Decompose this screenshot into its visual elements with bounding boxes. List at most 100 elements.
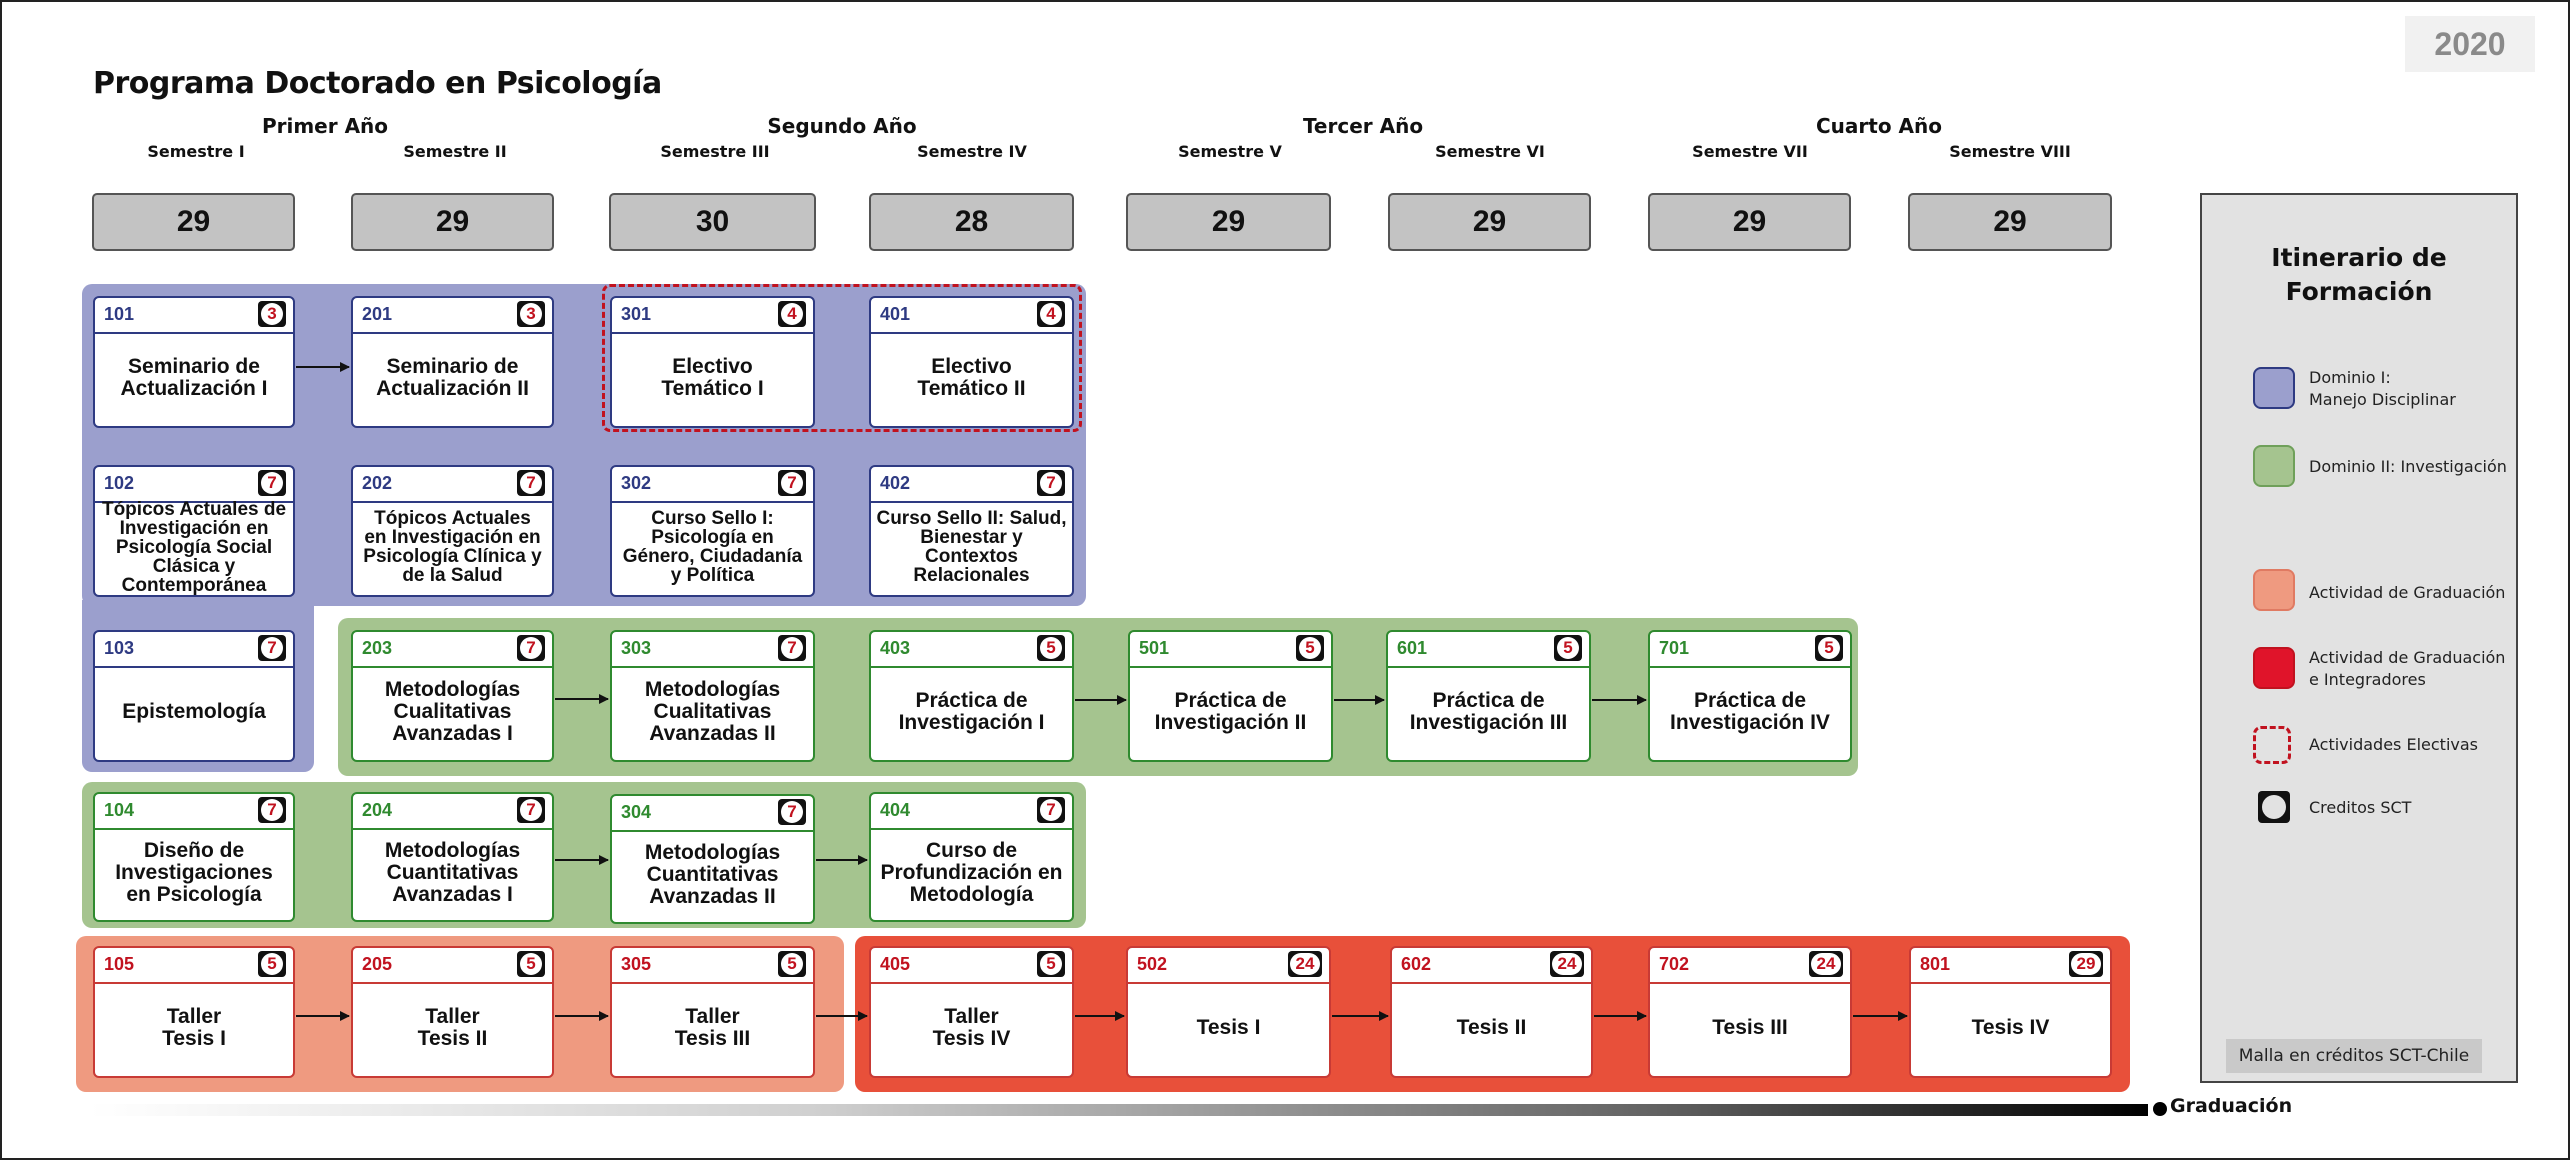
legend-label-graduacion: Actividad de Graduación (2309, 583, 2506, 602)
credits-badge: 5 (258, 951, 286, 977)
graduation-progress-bar (90, 1104, 2148, 1116)
credits-badge: 5 (1037, 635, 1065, 661)
credits-badge: 7 (258, 797, 286, 823)
course-code: 702 (1659, 954, 1690, 974)
course-code: 401 (880, 304, 911, 324)
semester-label-7: Semestre VII (1692, 142, 1808, 161)
course-code: 502 (1137, 954, 1168, 974)
course-code: 402 (880, 473, 911, 493)
credits-badge: 5 (1554, 635, 1582, 661)
course-name: Seminario de Actualización I (120, 354, 268, 400)
course-code: 203 (362, 638, 393, 658)
course-code: 301 (621, 304, 652, 324)
course-303[interactable]: 303 7 Metodologías Cualitativas Avanzadas… (610, 630, 815, 762)
course-code: 205 (362, 954, 393, 974)
course-name: Práctica de Investigación IV (1670, 688, 1830, 734)
course-code: 602 (1401, 954, 1432, 974)
legend-title: Itinerario de Formación (2271, 243, 2447, 306)
course-name: Metodologías Cualitativas Avanzadas I (384, 677, 521, 746)
credits-badge: 7 (778, 635, 806, 661)
semester-label-1: Semestre I (147, 142, 245, 161)
legend-label-dominio-ii: Dominio II: Investigación (2309, 457, 2507, 476)
credits-badge: 4 (778, 301, 806, 327)
semester-total-6: 29 (1388, 193, 1591, 251)
year-label-1: Primer Año (261, 114, 389, 138)
semester-label-5: Semestre V (1178, 142, 1282, 161)
semester-label-2: Semestre II (403, 142, 507, 161)
credits-badge: 3 (517, 301, 545, 327)
credits-badge: 5 (1815, 635, 1843, 661)
credits-badge: 5 (1296, 635, 1324, 661)
course-105[interactable]: 105 5 Taller Tesis I (93, 946, 295, 1078)
course-code: 105 (104, 954, 135, 974)
course-name: Curso de Profundización en Metodología (880, 838, 1063, 907)
course-code: 601 (1397, 638, 1428, 658)
course-name: Seminario de Actualización II (376, 354, 529, 400)
legend-panel: Itinerario de Formación Dominio I: Manej… (2200, 193, 2518, 1083)
course-code: 404 (880, 800, 911, 820)
legend-label-graduacion-integradores: Actividad de Graduación e Integradores (2309, 648, 2506, 689)
course-code: 202 (362, 473, 393, 493)
electives-dashed-outline (602, 284, 1082, 432)
course-code: 201 (362, 304, 393, 324)
semester-total-7: 29 (1648, 193, 1851, 251)
credits-sct-icon (2258, 791, 2290, 823)
credits-badge: 4 (1037, 301, 1065, 327)
legend-swatch-graduacion (2253, 569, 2295, 611)
course-name: Tópicos Actuales de Investigación en Psi… (101, 498, 287, 596)
credits-badge: 5 (778, 951, 806, 977)
semester-total-4: 28 (869, 193, 1074, 251)
course-name: Metodologías Cuantitativas Avanzadas I (384, 838, 521, 907)
course-code: 405 (880, 954, 911, 974)
credits-badge: 7 (517, 470, 545, 496)
semester-total-8: 29 (1908, 193, 2112, 251)
page-title: Programa Doctorado en Psicología (93, 66, 662, 101)
course-code: 701 (1659, 638, 1690, 658)
course-name: Taller Tesis I (162, 1004, 226, 1050)
legend-label-dominio-i: Dominio I: Manejo Disciplinar (2309, 368, 2456, 409)
course-code: 103 (104, 638, 135, 658)
course-code: 204 (362, 800, 393, 820)
course-name: Metodologías Cuantitativas Avanzadas II (644, 840, 781, 909)
course-201[interactable]: 201 3 Seminario de Actualización II (351, 296, 554, 428)
course-203[interactable]: 203 7 Metodologías Cualitativas Avanzadas… (351, 630, 554, 762)
course-701[interactable]: 701 5 Práctica de Investigación IV (1648, 630, 1852, 762)
course-name: Taller Tesis III (674, 1004, 751, 1050)
credits-badge: 7 (258, 470, 286, 496)
semester-label-3: Semestre III (660, 142, 770, 161)
course-name: Metodologías Cualitativas Avanzadas II (644, 677, 781, 746)
credits-badge: 7 (517, 635, 545, 661)
course-code: 403 (880, 638, 911, 658)
semester-total-2: 29 (351, 193, 554, 251)
course-name: Tesis I (1196, 1015, 1261, 1039)
course-name: Taller Tesis IV (932, 1004, 1011, 1050)
year-label-4: Cuarto Año (1816, 114, 1942, 138)
course-code: 303 (621, 638, 652, 658)
legend-swatch-graduacion-integradores (2253, 647, 2295, 689)
semester-total-5: 29 (1126, 193, 1331, 251)
credits-badge: 24 (1550, 951, 1584, 977)
